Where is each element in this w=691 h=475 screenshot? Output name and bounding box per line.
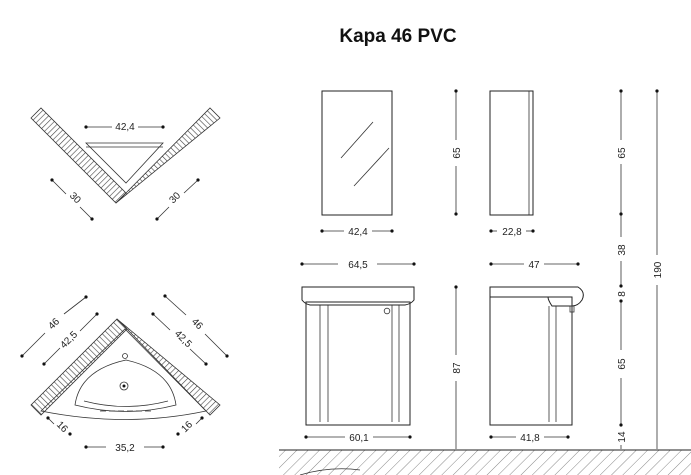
chain-basin-label: 8 [617,291,628,297]
basin-side-outline [489,286,584,307]
mirror-height-label: 65 [452,147,463,159]
top-width-label: 42,4 [115,122,135,133]
mirror-side-panel [489,90,534,216]
mirror-width-label: 42,4 [348,227,368,238]
left-depth-label: 30 [67,190,83,206]
drain-icon [119,381,129,391]
chain-cabinet-label: 65 [617,358,628,370]
mirror-front-view: 42,4 65 [320,89,463,238]
top-view: 42,4 30 30 [30,107,221,221]
right-wall-hatch [115,107,221,204]
mirror-depth-label: 22,8 [502,227,522,238]
chain-gap-label: 38 [617,244,628,256]
cabinet-side-body [489,296,573,426]
mirror-cabinet-plan [85,142,164,184]
basin-view: 46 42,5 46 42,5 16 16 35,2 [20,294,229,454]
mirror-panel [321,90,393,216]
basin-bottom-width-label: 35,2 [115,443,135,454]
left-wall-hatch [30,107,127,204]
basin-right-wall-hatch [116,318,221,416]
cabinet-top-width-label: 64,5 [348,260,368,271]
page-title: Kapa 46 PVC [339,26,456,47]
right-depth-label: 30 [167,190,183,206]
chain-floor-label: 14 [617,431,628,443]
cabinet-bottom-depth-label: 41,8 [520,433,540,444]
floor [279,449,691,475]
mirror-side-view: 22,8 [489,90,535,238]
basin-outer-left-label: 46 [46,316,62,332]
basin-outline [40,328,207,420]
basin-inner-left-label: 42,5 [58,329,80,351]
chain-total-label: 190 [653,261,664,278]
basin-left-wall-hatch [30,318,128,416]
cabinet-side-view: 47 41,8 [489,260,584,444]
cabinet-top-depth-label: 47 [528,260,540,271]
height-chain: 65 38 8 65 14 190 [617,89,664,449]
basin-left-offset-label: 16 [54,419,70,435]
cabinet-body [305,301,411,426]
knob-icon [383,307,391,315]
basin-right-offset-label: 16 [179,419,195,435]
cabinet-bottom-width-label: 60,1 [349,433,369,444]
cabinet-front-view: 64,5 60,1 87 [300,260,463,449]
basin-inner-right-label: 42,5 [172,328,194,350]
basin-front-outline [301,286,415,306]
basin-outer-right-label: 46 [189,316,205,332]
chain-mirror-label: 65 [617,147,628,159]
tap-hole-icon [122,353,128,359]
cabinet-height-label: 87 [452,362,463,374]
